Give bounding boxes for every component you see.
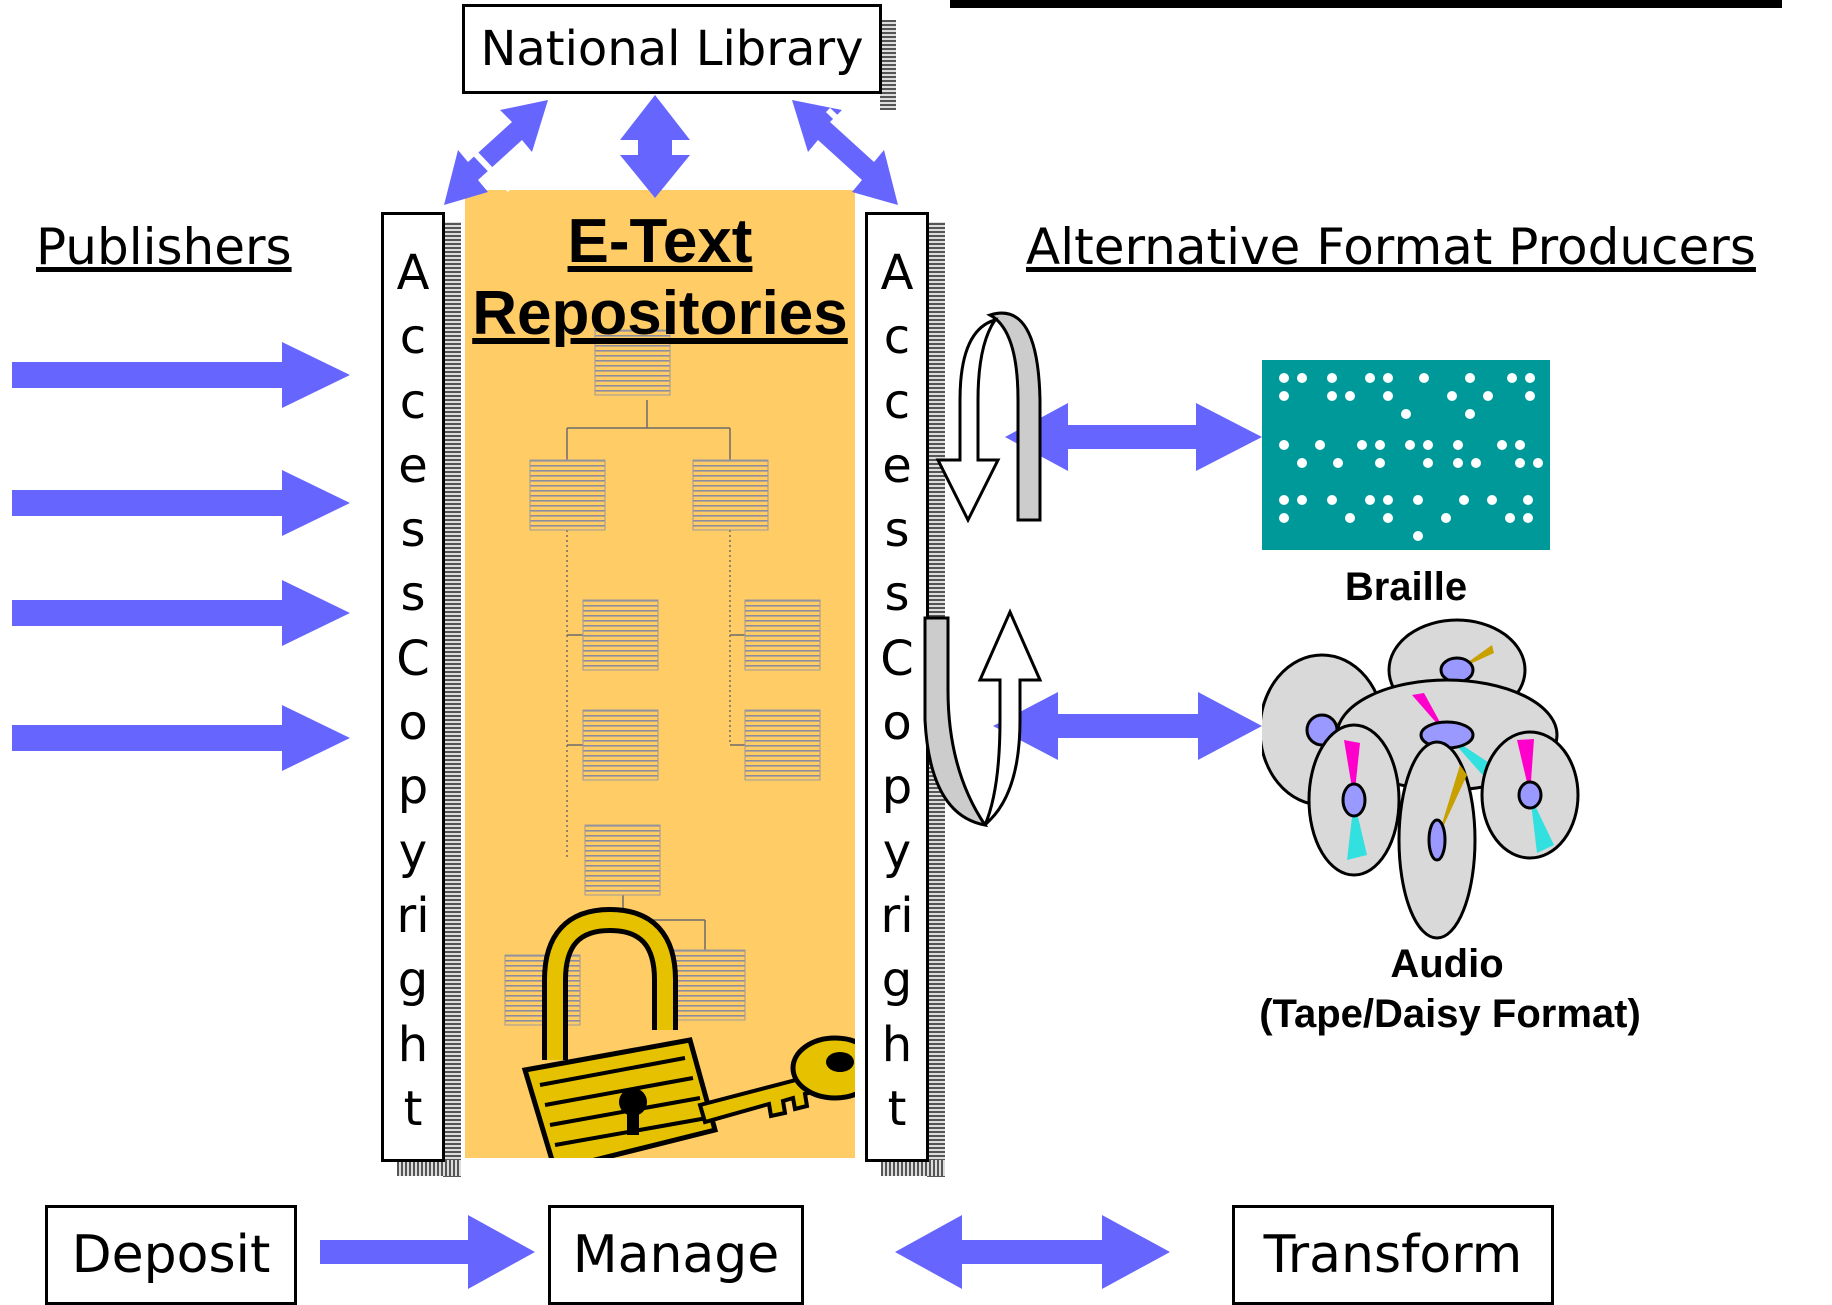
braille-label: Braille bbox=[1344, 565, 1468, 609]
right-col-letter: c bbox=[883, 373, 911, 430]
right-col-letter: ri bbox=[880, 887, 914, 944]
right-col-letter: g bbox=[881, 952, 913, 1009]
left-col-letter: y bbox=[398, 823, 428, 880]
left-col-letter: s bbox=[400, 566, 426, 623]
publisher-arrow-2 bbox=[12, 470, 350, 536]
national-library-box: National Library bbox=[462, 4, 882, 94]
library-right-arrow bbox=[792, 100, 898, 205]
transform-box: Transform bbox=[1232, 1205, 1554, 1305]
publisher-arrow-3 bbox=[12, 580, 350, 646]
right-col-letter: c bbox=[883, 309, 911, 366]
left-col-letter: h bbox=[397, 1016, 429, 1073]
title-underline-fragment bbox=[950, 0, 1782, 8]
left-column-shadow-bottom bbox=[397, 1160, 461, 1176]
braille-icon bbox=[1262, 360, 1550, 550]
left-col-letter: c bbox=[399, 373, 427, 430]
library-left-arrow bbox=[444, 100, 548, 205]
right-col-letter: p bbox=[881, 759, 913, 816]
deposit-to-manage-arrow bbox=[320, 1215, 535, 1289]
left-col-letter: g bbox=[397, 952, 429, 1009]
cycle-arrow-top bbox=[935, 311, 1042, 524]
transform-label: Transform bbox=[1263, 1225, 1523, 1285]
national-library-shadow-right bbox=[880, 20, 896, 110]
left-col-letter: o bbox=[398, 695, 428, 752]
audio-discs-icon bbox=[1262, 618, 1580, 940]
right-col-letter: y bbox=[882, 823, 912, 880]
right-access-copyright-column: A c c e s s C o p y ri g h t bbox=[865, 212, 929, 1162]
audio-label-line1: Audio bbox=[1390, 942, 1504, 986]
left-column-shadow-right bbox=[443, 222, 461, 1177]
manage-box: Manage bbox=[548, 1205, 804, 1305]
left-col-letter: ri bbox=[396, 887, 430, 944]
audio-link-arrow bbox=[993, 692, 1262, 760]
library-center-arrow bbox=[620, 95, 690, 198]
right-col-letter: o bbox=[882, 695, 912, 752]
manage-transform-arrow bbox=[895, 1215, 1170, 1289]
left-col-letter: e bbox=[398, 437, 428, 494]
deposit-box: Deposit bbox=[45, 1205, 297, 1305]
publishers-heading: Publishers bbox=[36, 218, 292, 276]
lock-and-key-icon bbox=[521, 906, 855, 1158]
repository-title-line1: E-Text bbox=[567, 207, 753, 276]
publisher-arrow-1 bbox=[12, 342, 350, 408]
left-col-letter: t bbox=[403, 1080, 423, 1137]
left-col-letter: p bbox=[397, 759, 429, 816]
braille-link-arrow bbox=[1005, 403, 1262, 471]
right-col-letter: s bbox=[884, 502, 910, 559]
manage-label: Manage bbox=[572, 1225, 780, 1285]
right-col-letter: t bbox=[887, 1080, 907, 1137]
left-access-copyright-column: A c c e s s C o p y ri g h t bbox=[381, 212, 445, 1162]
right-col-letter: C bbox=[880, 630, 914, 687]
publisher-arrow-4 bbox=[12, 705, 350, 771]
producers-heading: Alternative Format Producers bbox=[1026, 218, 1756, 276]
right-col-letter: h bbox=[881, 1016, 913, 1073]
repository-tree-diagram bbox=[504, 329, 855, 1158]
deposit-label: Deposit bbox=[71, 1225, 271, 1285]
audio-label-line2: (Tape/Daisy Format) bbox=[1259, 992, 1641, 1036]
left-col-letter: A bbox=[396, 245, 430, 301]
right-column-shadow-bottom bbox=[881, 1160, 945, 1176]
left-col-letter: s bbox=[400, 502, 426, 559]
cycle-arrow-bottom bbox=[923, 608, 1043, 828]
right-col-letter: A bbox=[880, 245, 914, 301]
national-library-label: National Library bbox=[480, 21, 864, 77]
repository-title-line2: Repositories bbox=[472, 279, 848, 348]
left-col-letter: C bbox=[396, 630, 430, 687]
right-col-letter: s bbox=[884, 566, 910, 623]
left-col-letter: c bbox=[399, 309, 427, 366]
right-col-letter: e bbox=[882, 437, 912, 494]
